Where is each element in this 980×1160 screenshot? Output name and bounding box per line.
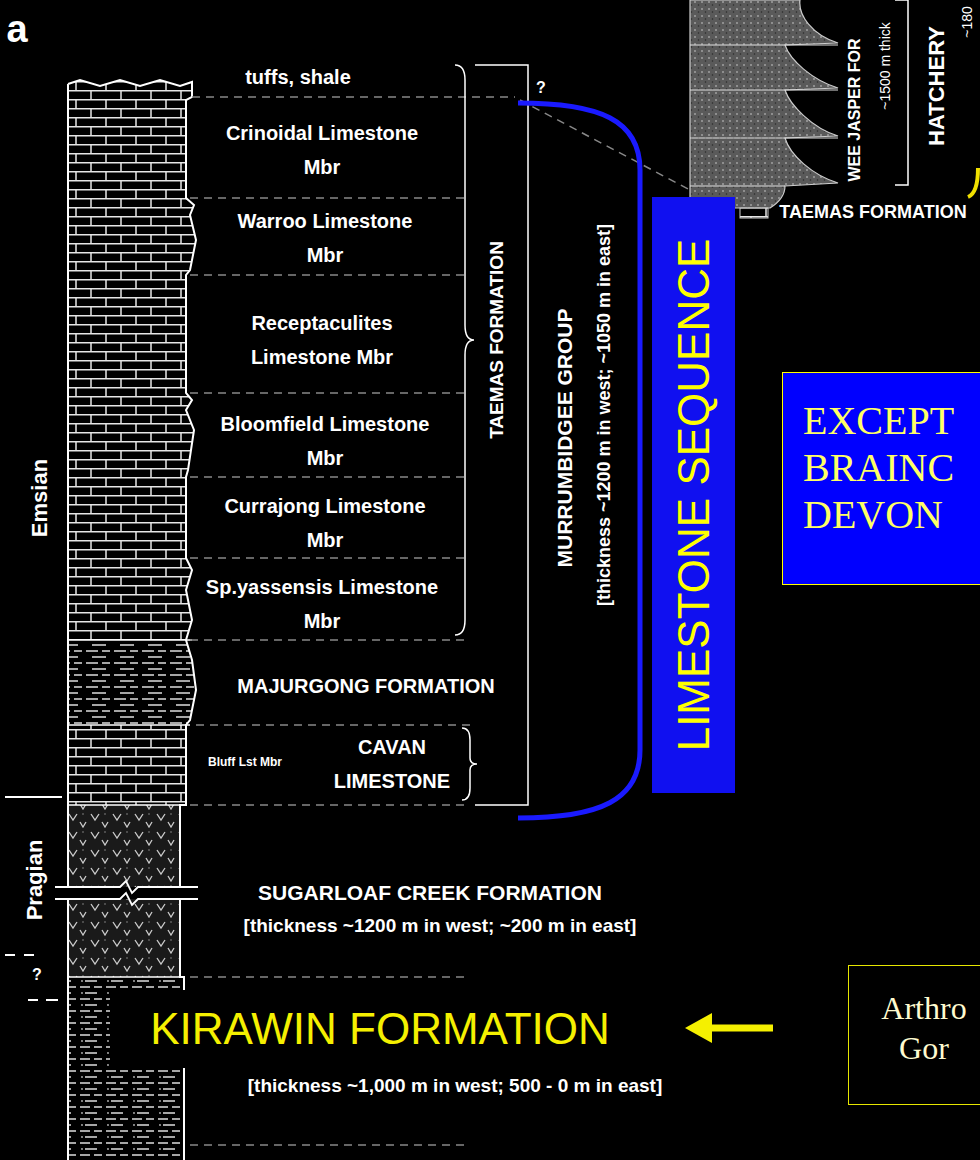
query-mark: ? bbox=[536, 78, 546, 97]
stage-name: Pragian bbox=[22, 840, 48, 921]
callout-box: Arthro Gor bbox=[848, 965, 980, 1105]
member-name: Receptaculites Limestone Mbr bbox=[222, 306, 422, 374]
formation-name: WEE JASPER FOR bbox=[845, 38, 864, 181]
callout-text: EXCEPT BRAINC DEVON bbox=[803, 397, 973, 538]
highlighted-formation: KIRAWIN FORMATION bbox=[110, 990, 650, 1068]
member-name: Currajong Limestone Mbr bbox=[213, 489, 438, 557]
formation-name: CAVAN LIMESTONE bbox=[327, 730, 457, 798]
sequence-band: LIMESTONE SEQUENCE bbox=[652, 197, 735, 793]
formation-name: HATCHERY bbox=[924, 26, 950, 146]
member-name: Sp.yassensis Limestone Mbr bbox=[195, 570, 450, 638]
thickness-note: [thickness ~1,000 m in west; 500 - 0 m i… bbox=[248, 1075, 662, 1098]
panel-letter: a bbox=[6, 7, 27, 53]
formation-name: TAEMAS FORMATION bbox=[486, 241, 509, 439]
lithology-label: tuffs, shale bbox=[245, 65, 351, 89]
formation-name: MAJURGONG FORMATION bbox=[237, 674, 494, 698]
member-name: Warroo Limestone Mbr bbox=[228, 204, 423, 272]
thickness-note: ~1500 m thick bbox=[877, 22, 894, 110]
thickness-note: ~180 bbox=[959, 6, 976, 38]
member-name: Crinoidal Limestone Mbr bbox=[215, 116, 430, 184]
callout-text: Arthro Gor bbox=[869, 988, 979, 1068]
group-name: MURRUMBIDGEE GROUP bbox=[552, 308, 577, 567]
query-mark: ? bbox=[32, 965, 42, 984]
callout-box: EXCEPT BRAINC DEVON bbox=[782, 372, 980, 585]
callout-text: LIMESTONE SEQUENCE bbox=[672, 239, 716, 752]
member-name: Bloomfield Limestone Mbr bbox=[210, 407, 440, 475]
formation-name: SUGARLOAF CREEK FORMATION bbox=[258, 880, 602, 905]
thickness-note: [thickness ~1200 m in west; ~200 m in ea… bbox=[244, 915, 637, 938]
thickness-note: [thickness ~1200 m in west; ~1050 m in e… bbox=[594, 224, 616, 606]
member-name: Bluff Lst Mbr bbox=[208, 755, 282, 769]
stage-name: Emsian bbox=[27, 459, 53, 537]
formation-name: TAEMAS FORMATION bbox=[779, 202, 966, 224]
